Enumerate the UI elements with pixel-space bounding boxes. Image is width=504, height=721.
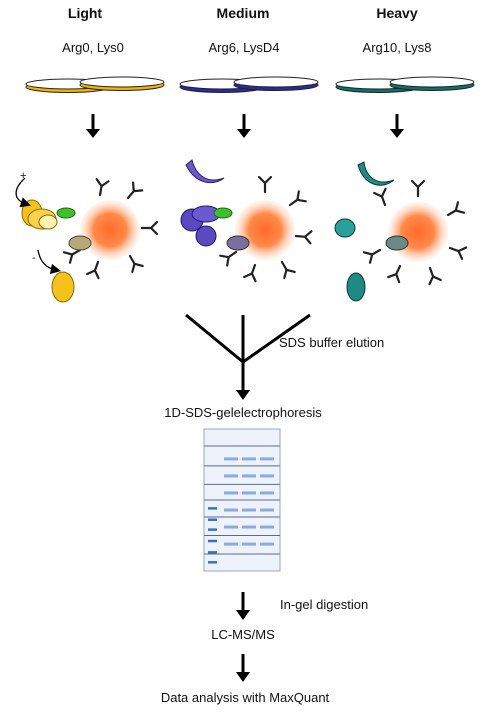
sample-band xyxy=(242,508,256,512)
medium-pulldown xyxy=(180,159,313,283)
sample-band xyxy=(260,491,274,495)
marker-band xyxy=(208,551,217,554)
light-pulldown xyxy=(15,177,159,303)
marker-band xyxy=(208,507,217,510)
digestion-label: In-gel digestion xyxy=(280,597,369,612)
sample-band xyxy=(224,525,238,529)
sample-band xyxy=(260,508,274,512)
light-bait xyxy=(56,207,76,219)
analysis-label: Data analysis with MaxQuant xyxy=(160,690,330,705)
elution-label: SDS buffer elution xyxy=(279,335,385,350)
medium-label: Arg6, LysD4 xyxy=(208,40,280,55)
merge-lines xyxy=(185,313,311,400)
sample-band xyxy=(260,457,274,461)
medium-bait xyxy=(213,207,233,219)
sample-band xyxy=(242,457,256,461)
sample-band xyxy=(224,508,238,512)
lower-arrows xyxy=(236,592,250,682)
light-header: Light xyxy=(67,5,103,21)
marker-band xyxy=(208,518,217,521)
sample-band xyxy=(224,491,238,495)
sample-band xyxy=(242,525,256,529)
medium-header: Medium xyxy=(216,5,270,21)
marker-band xyxy=(208,528,217,531)
sample-band xyxy=(242,491,256,495)
heavy-dishes xyxy=(335,76,475,93)
marker-band xyxy=(208,539,217,543)
medium-bead xyxy=(235,200,295,260)
heavy-header: Heavy xyxy=(376,5,418,21)
light-bead xyxy=(80,200,140,260)
gel-bands xyxy=(204,445,280,564)
sample-band xyxy=(242,542,256,546)
lcms-label: LC-MS/MS xyxy=(211,627,275,642)
light-label: Arg0, Lys0 xyxy=(62,40,124,55)
sample-band xyxy=(242,474,256,478)
medium-dishes xyxy=(179,76,319,93)
dish-arrows xyxy=(86,114,404,138)
heavy-bead xyxy=(388,202,448,262)
light-dishes xyxy=(25,76,165,93)
sample-band xyxy=(260,474,274,478)
plus-sign: + xyxy=(20,170,27,182)
sample-band xyxy=(260,542,274,546)
sample-band xyxy=(224,457,238,461)
sample-band xyxy=(224,474,238,478)
minus-sign: - xyxy=(32,252,36,264)
heavy-label: Arg10, Lys8 xyxy=(362,40,432,55)
heavy-pulldown xyxy=(334,161,468,302)
sample-band xyxy=(224,542,238,546)
marker-band xyxy=(208,561,217,564)
sample-band xyxy=(260,525,274,529)
gel-image xyxy=(203,428,281,572)
gel-label: 1D-SDS-gelelectrophoresis xyxy=(164,405,322,420)
